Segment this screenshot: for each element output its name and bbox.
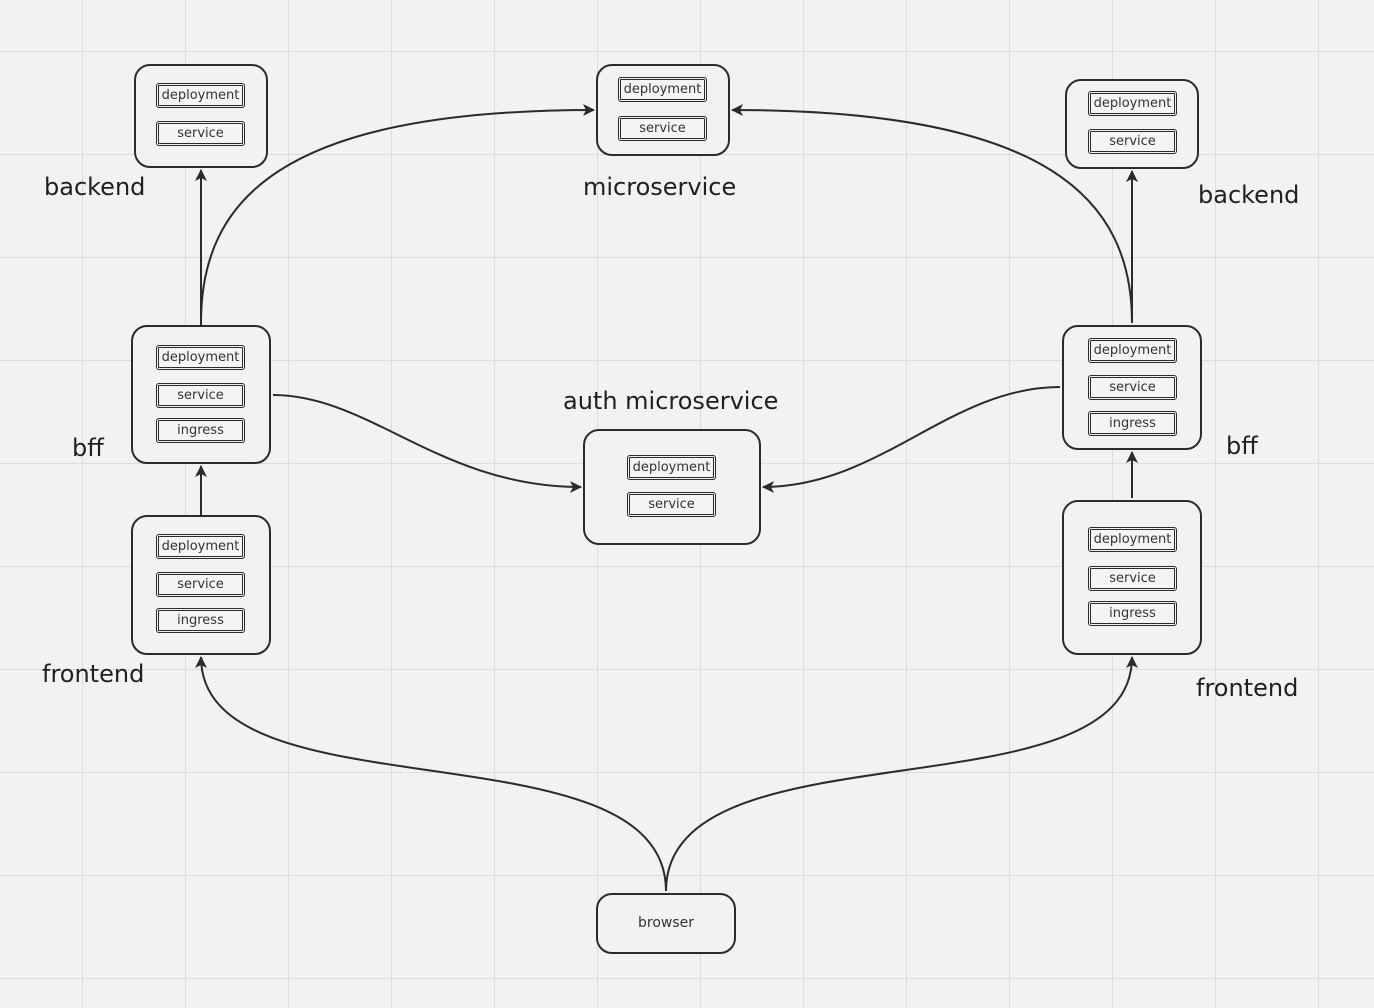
browser-label: browser [637, 915, 694, 931]
edge-bff-right-to-auth [762, 386, 1061, 493]
edge-bff-right-to-microservice [731, 104, 1133, 324]
ingress-component[interactable]: ingress [156, 418, 245, 443]
node-auth[interactable] [583, 429, 761, 545]
deployment-component[interactable]: deployment [1088, 91, 1177, 116]
service-component[interactable]: service [627, 492, 716, 517]
edge-browser-to-frontend-left [195, 656, 667, 892]
backend-right-label: backend [1198, 181, 1300, 209]
microservice-label: microservice [583, 173, 737, 201]
deployment-component[interactable]: deployment [618, 77, 707, 102]
bff-right-label: bff [1226, 432, 1258, 460]
frontend-left-label: frontend [42, 660, 145, 688]
ingress-component[interactable]: ingress [1088, 411, 1177, 436]
service-component[interactable]: service [1088, 566, 1177, 591]
service-component[interactable]: service [1088, 129, 1177, 154]
deployment-component[interactable]: deployment [156, 534, 245, 559]
frontend-right-label: frontend [1196, 674, 1299, 702]
deployment-component[interactable]: deployment [156, 83, 245, 108]
edge-bff-left-to-microservice [200, 104, 595, 324]
deployment-component[interactable]: deployment [627, 455, 716, 480]
service-component[interactable]: service [618, 116, 707, 141]
node-backend-left[interactable] [134, 64, 268, 168]
deployment-component[interactable]: deployment [1088, 527, 1177, 552]
bff-left-label: bff [72, 434, 104, 462]
ingress-component[interactable]: ingress [156, 608, 245, 633]
service-component[interactable]: service [156, 572, 245, 597]
auth-label: auth microservice [563, 387, 779, 415]
service-component[interactable]: service [1088, 375, 1177, 400]
edge-bff-left-to-auth [272, 394, 582, 493]
service-component[interactable]: service [156, 121, 245, 146]
service-component[interactable]: service [156, 383, 245, 408]
node-browser[interactable] [596, 893, 736, 954]
ingress-component[interactable]: ingress [1088, 601, 1177, 626]
deployment-component[interactable]: deployment [1088, 338, 1177, 363]
deployment-component[interactable]: deployment [156, 345, 245, 370]
backend-left-label: backend [44, 173, 146, 201]
edge-browser-to-frontend-right [665, 656, 1138, 892]
